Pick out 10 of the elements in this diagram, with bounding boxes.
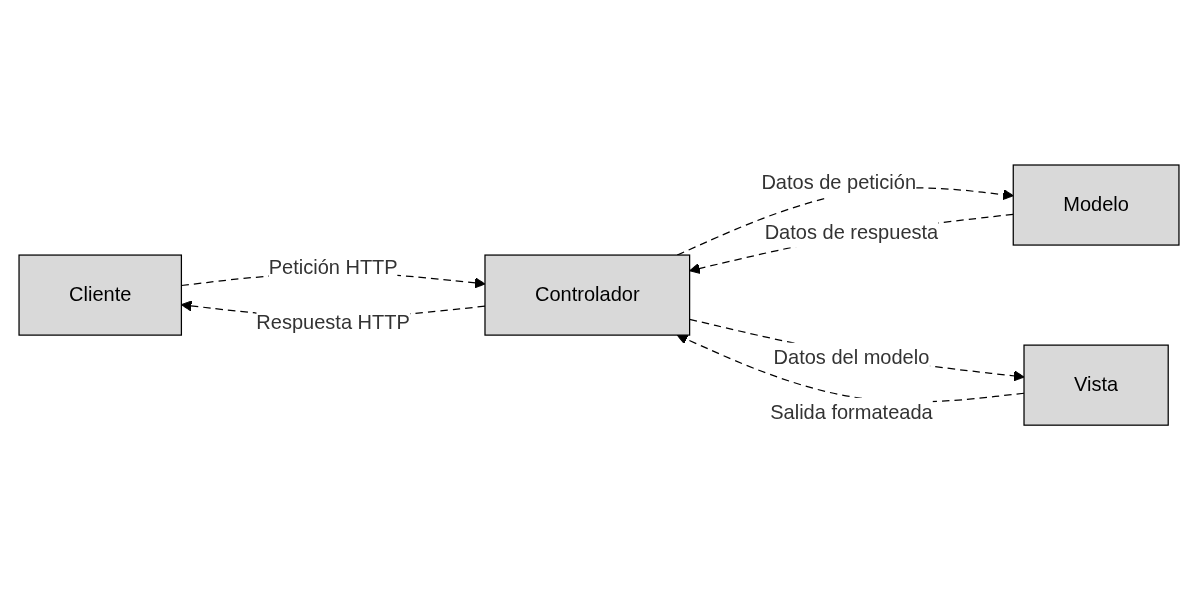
edge-label: Respuesta HTTP [255, 311, 410, 333]
edge-label: Petición HTTP [268, 256, 398, 278]
edge-label: Datos de respuesta [764, 221, 938, 243]
node-box: Cliente [17, 254, 182, 336]
node-box: Controlador [483, 254, 690, 336]
node-box: Modelo [1012, 164, 1180, 246]
node-box: Vista [1022, 344, 1169, 426]
edge-label: Datos de petición [760, 172, 916, 194]
edge-label: Datos del modelo [773, 346, 929, 368]
edge-label: Salida formateada [769, 401, 933, 423]
